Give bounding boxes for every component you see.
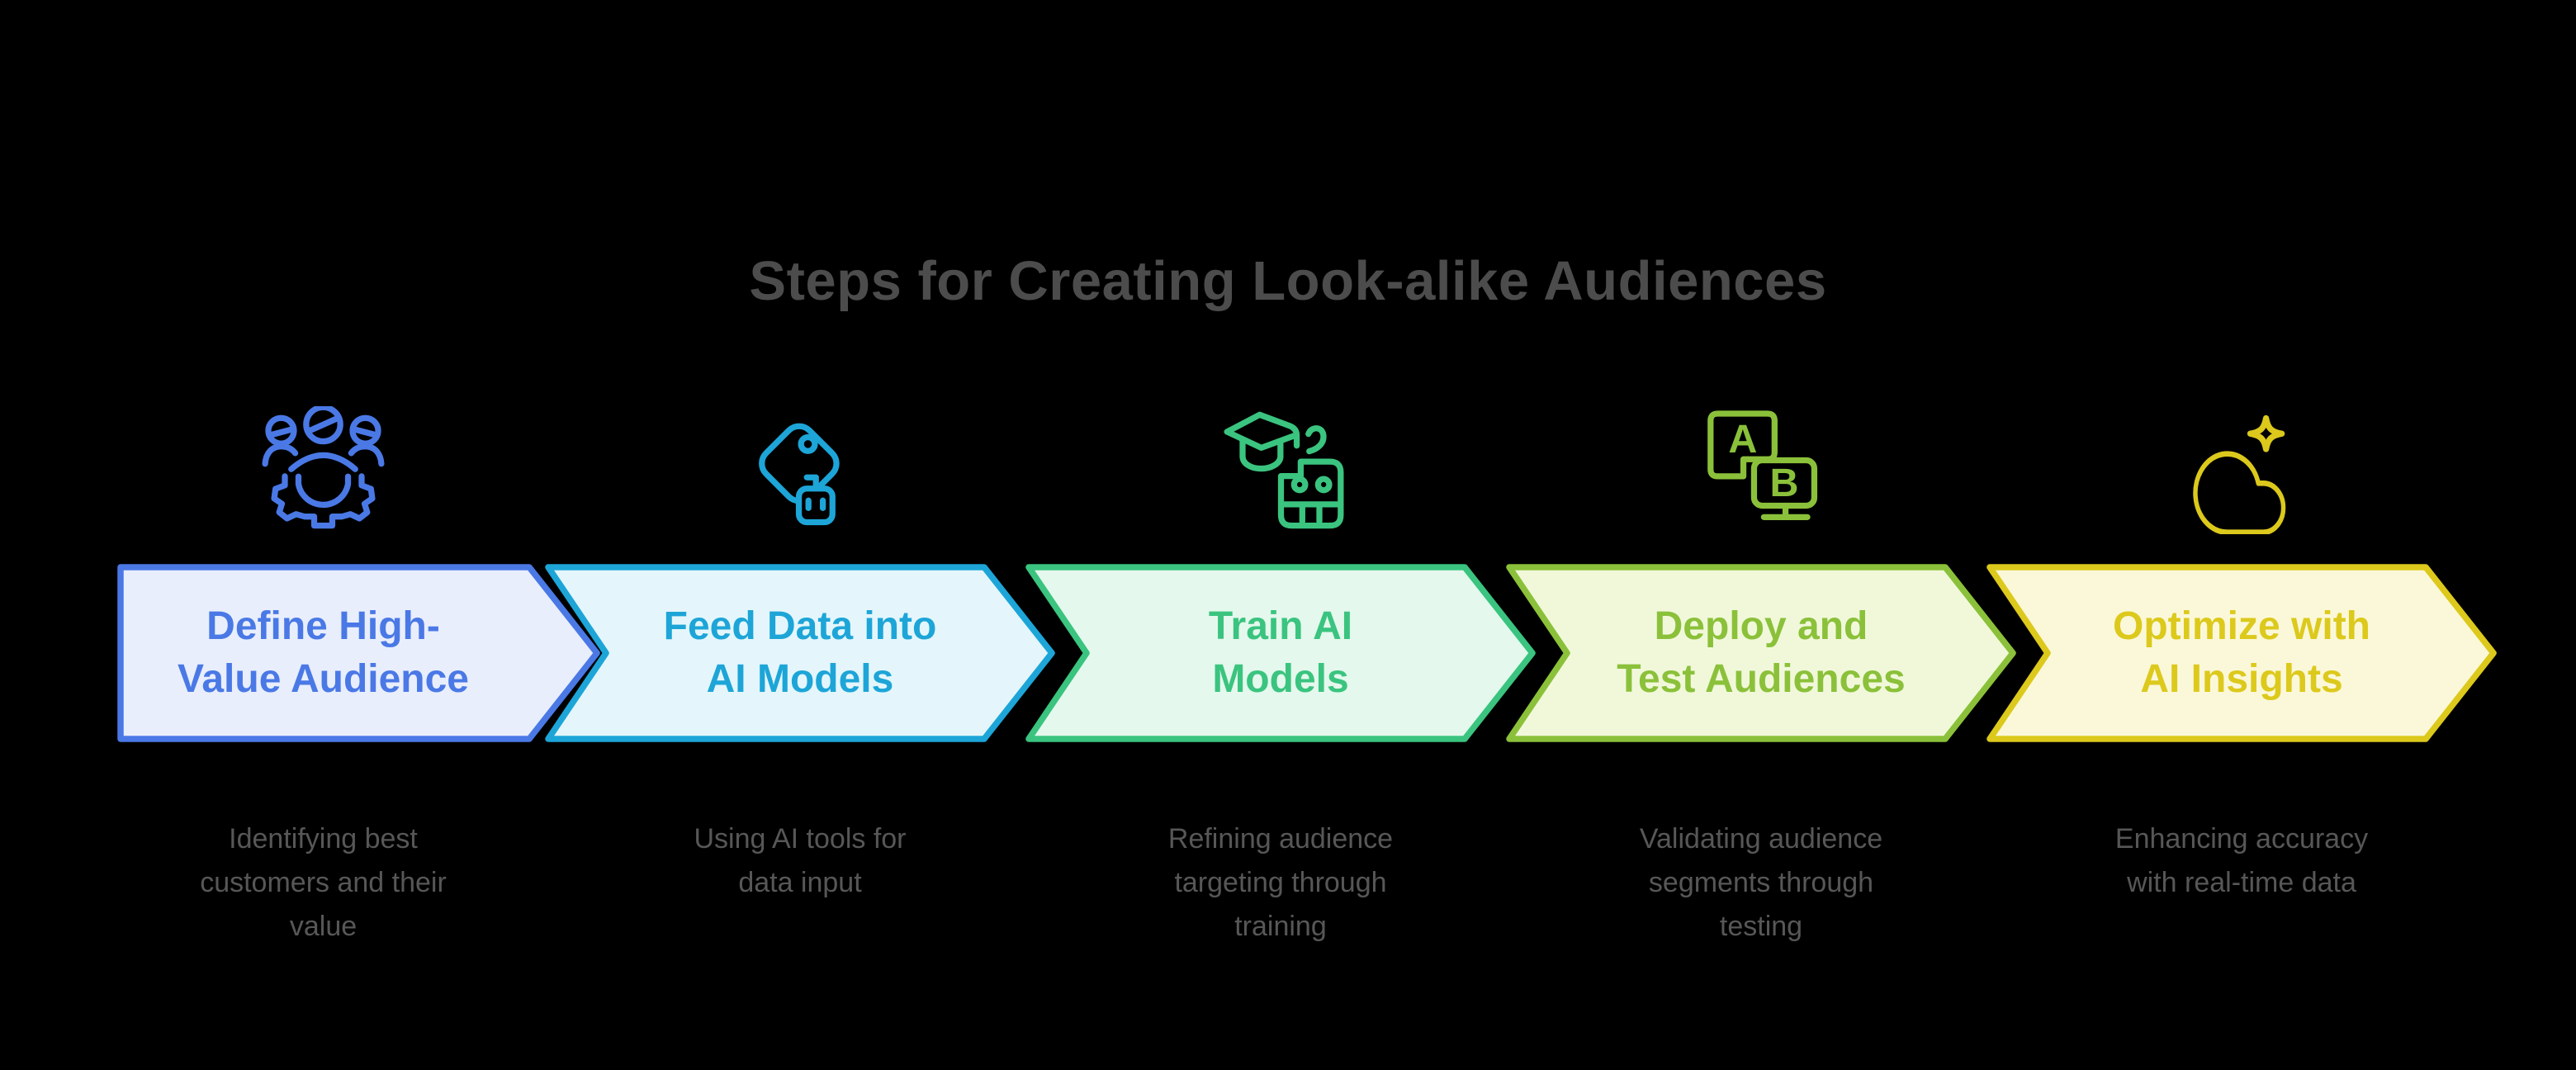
chevron-shape	[1025, 564, 1536, 742]
chevron-shape	[1986, 564, 2497, 742]
step-description: Using AI tools for data input	[694, 823, 907, 898]
ab-test-monitor-icon: A B	[1506, 406, 2016, 534]
svg-text:A: A	[1728, 417, 1757, 462]
step-optimize-with-ai-insights: Optimize with AI Insights Enhancing accu…	[1986, 0, 2497, 1070]
step-define-high-value-audience: Define High- Value Audience Identifying …	[117, 0, 600, 1070]
audience-gear-icon	[117, 406, 529, 534]
step-deploy-and-test-audiences: A B Deploy and Test Audiences Validating…	[1506, 0, 2016, 1070]
tag-robot-icon	[545, 406, 1055, 534]
graduation-cap-robot-icon	[1025, 406, 1536, 534]
step-label: Deploy and Test Audiences	[1617, 604, 1906, 701]
step-label: Optimize with AI Insights	[2113, 604, 2370, 701]
step-label: Define High- Value Audience	[177, 604, 469, 701]
chevron-shape	[545, 564, 1055, 742]
step-description: Refining audience targeting through trai…	[1167, 823, 1394, 942]
cloud-sparkle-icon	[1986, 406, 2497, 534]
step-description: Enhancing accuracy with real-time data	[2114, 823, 2369, 898]
chevron-shape	[1506, 564, 2016, 742]
svg-text:B: B	[1769, 461, 1798, 505]
step-description: Identifying best customers and their val…	[200, 823, 447, 942]
step-feed-data-into-ai-models: Feed Data into AI Models Using AI tools …	[545, 0, 1055, 1070]
step-label: Train AI Models	[1208, 604, 1353, 701]
step-train-ai-models: Train AI Models Refining audience target…	[1025, 0, 1536, 1070]
chevron-shape	[117, 564, 600, 742]
step-description: Validating audience segments through tes…	[1639, 823, 1883, 942]
step-label: Feed Data into AI Models	[663, 604, 937, 701]
page-title: Steps for Creating Look-alike Audiences	[749, 250, 1827, 312]
